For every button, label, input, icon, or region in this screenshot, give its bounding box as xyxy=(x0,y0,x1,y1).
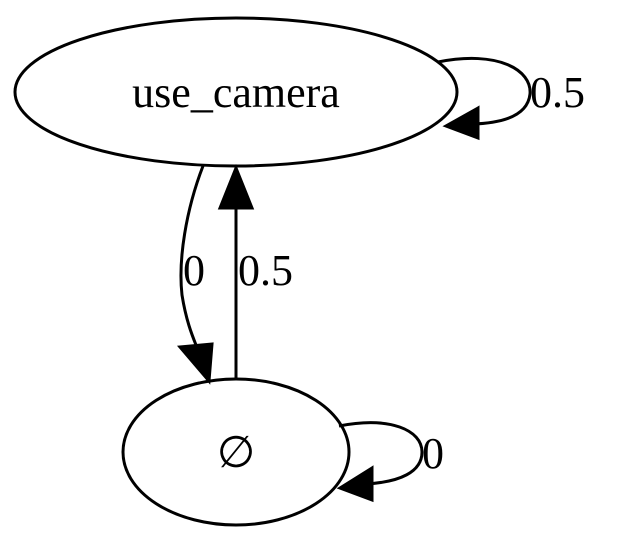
edge-empty-self-loop: 0 xyxy=(336,421,444,503)
edge-empty-to-use-camera-arrow xyxy=(217,163,255,210)
node-use-camera: use_camera xyxy=(13,16,459,168)
edge-use-camera-to-empty-line xyxy=(179,165,205,346)
edge-use-camera-self-loop-label: 0.5 xyxy=(530,68,585,117)
node-empty-label: ∅ xyxy=(217,428,255,477)
node-empty: ∅ xyxy=(121,377,351,527)
edge-empty-self-loop-arrow xyxy=(336,465,374,503)
edge-use-camera-self-loop-line xyxy=(437,57,532,126)
edge-use-camera-to-empty: 0 xyxy=(176,165,214,385)
edge-use-camera-to-empty-arrow xyxy=(176,342,214,385)
edge-empty-self-loop-line xyxy=(338,421,424,486)
edge-use-camera-self-loop: 0.5 xyxy=(437,57,585,141)
edge-empty-self-loop-label: 0 xyxy=(422,429,444,478)
edge-use-camera-to-empty-label: 0 xyxy=(183,246,205,295)
edge-empty-to-use-camera-label: 0.5 xyxy=(238,246,293,295)
edge-empty-to-use-camera: 0.5 xyxy=(217,163,293,379)
node-use-camera-label: use_camera xyxy=(132,68,340,117)
edge-use-camera-self-loop-arrow xyxy=(442,105,480,141)
